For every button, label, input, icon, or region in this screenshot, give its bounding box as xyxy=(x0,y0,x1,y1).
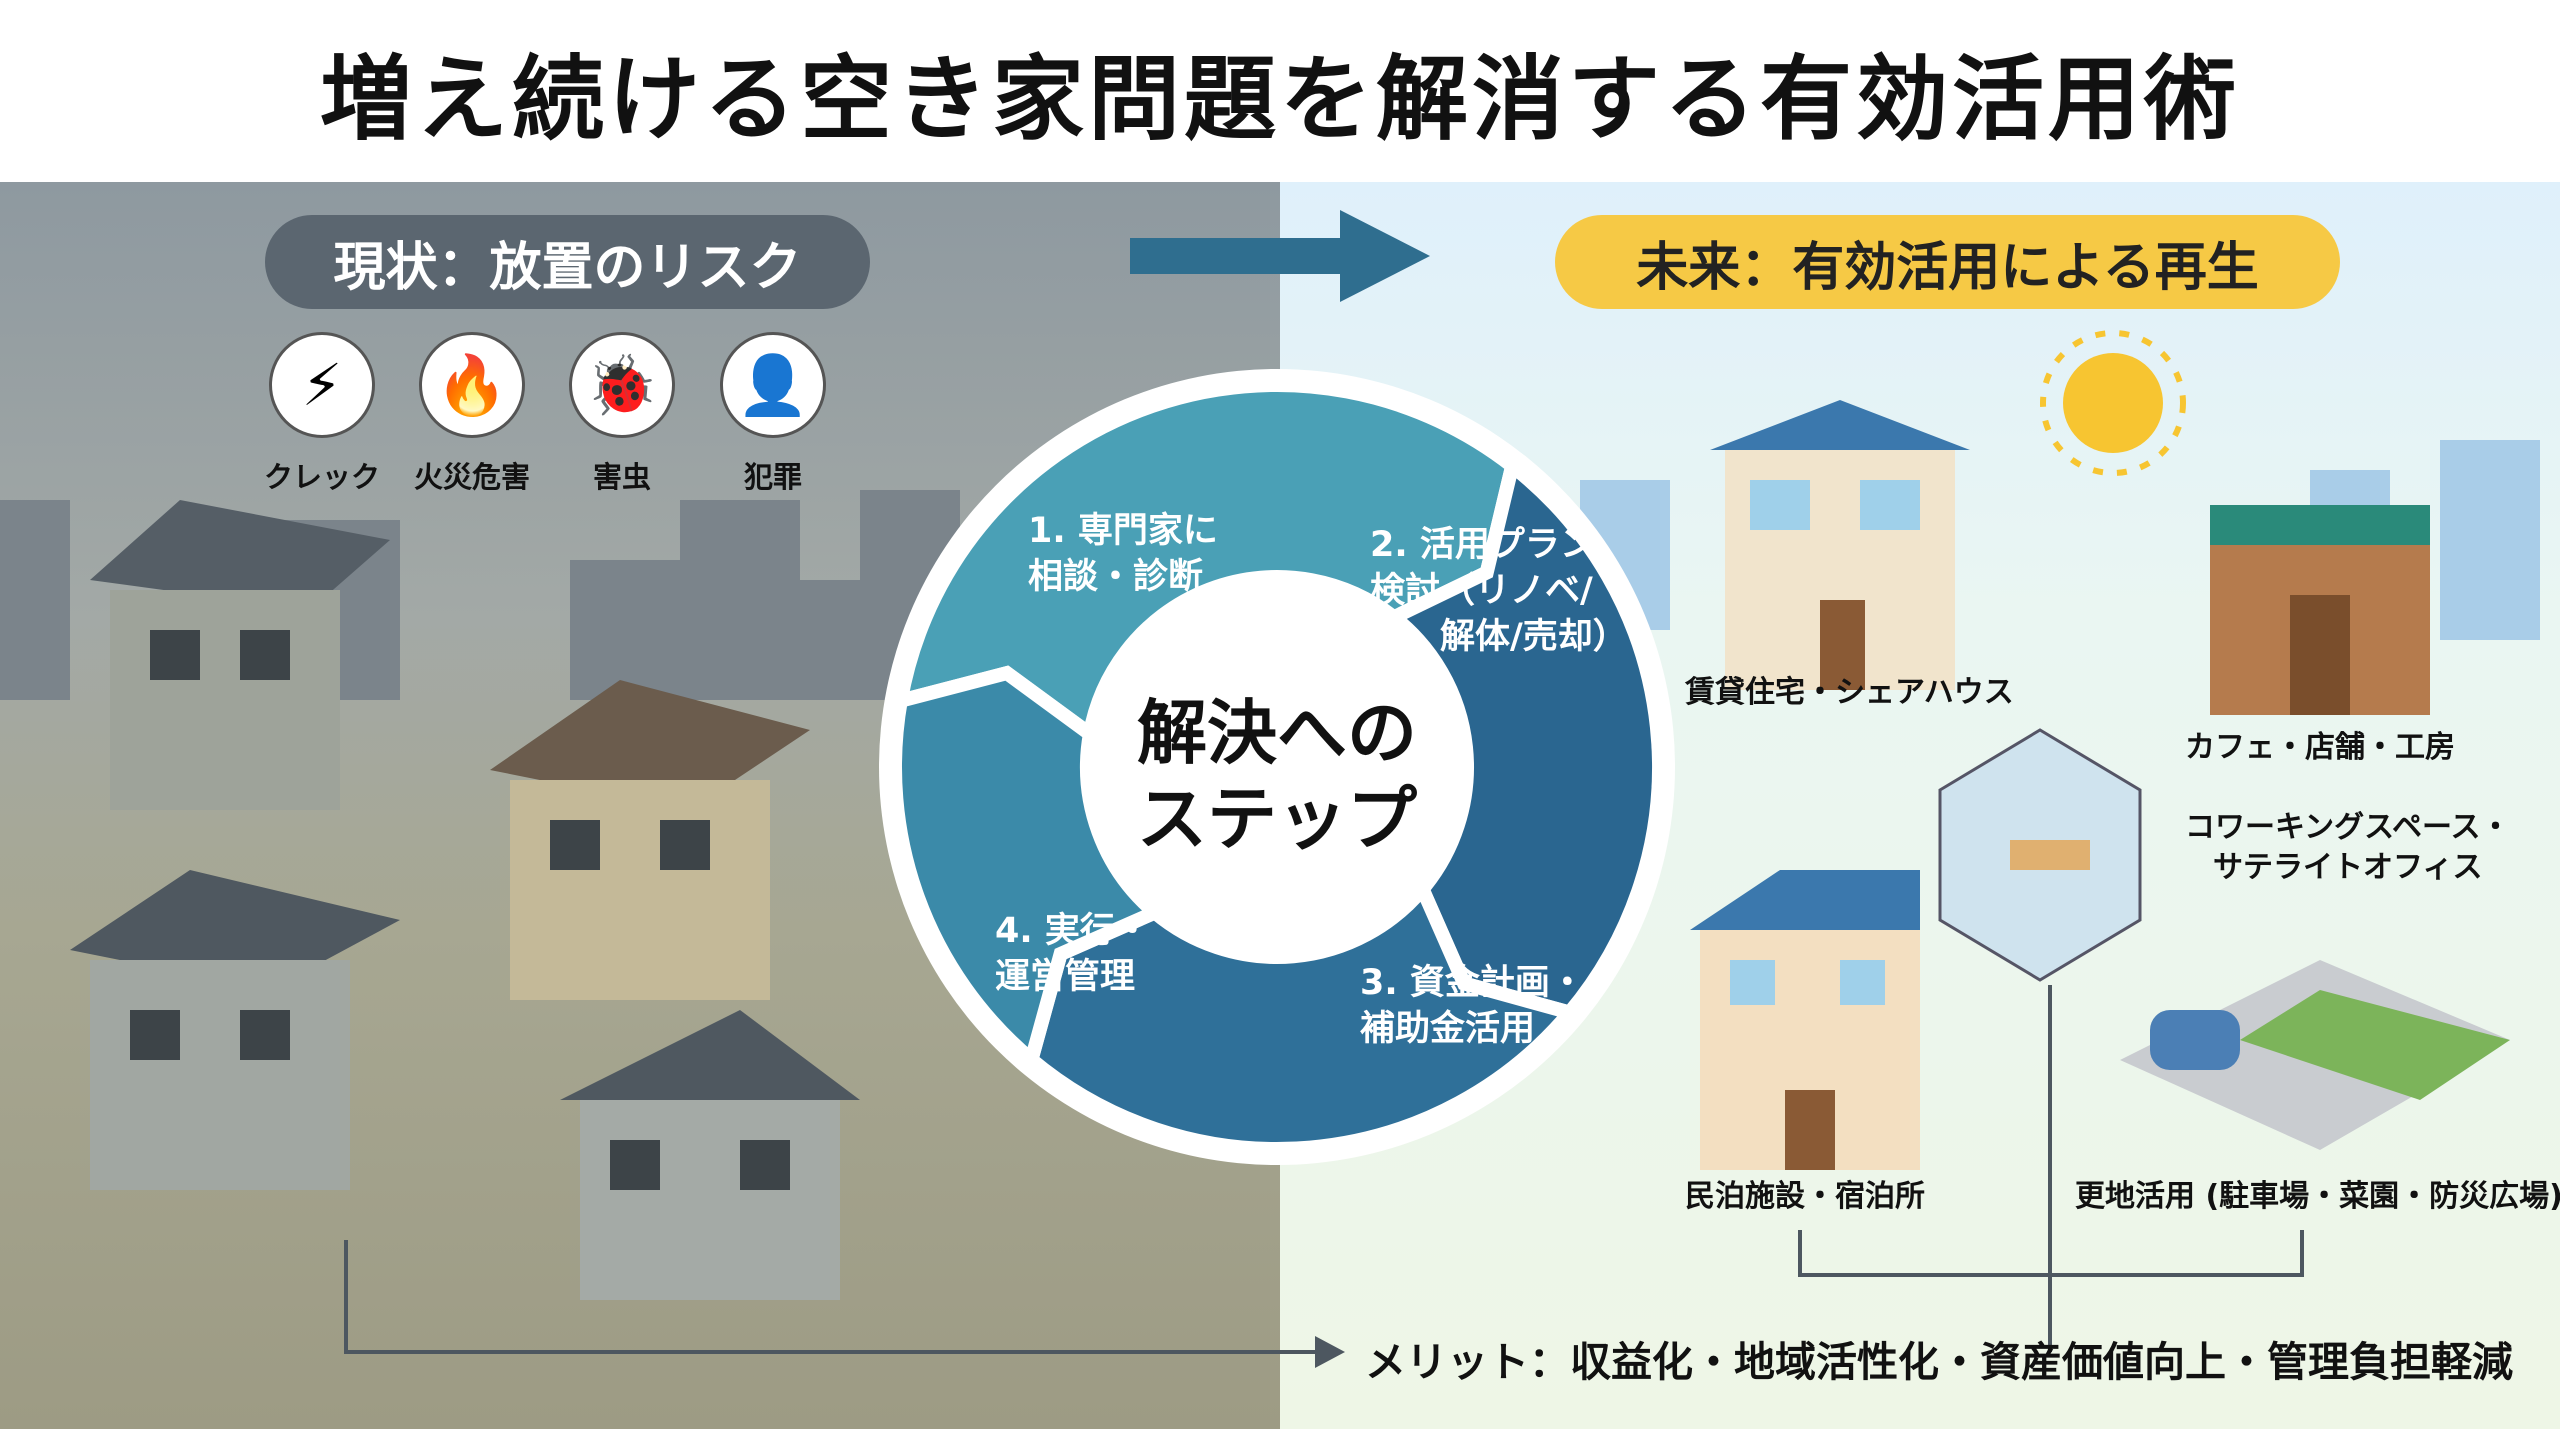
cycle-center-label: 解決への ステップ xyxy=(1137,692,1417,860)
step-4: 4. 実行・ 運営管理 xyxy=(995,911,1150,997)
sun-icon xyxy=(2040,330,2186,476)
risk-fire: 🔥 火災危害 xyxy=(414,332,530,496)
risk-pests: 🐞 害虫 xyxy=(567,332,677,496)
risk-label: 犯罪 xyxy=(743,460,802,494)
use-minpaku: 民泊施設・宿泊所 xyxy=(1685,1179,1925,1214)
step-1: 1. 専門家に 相談・診断 xyxy=(1028,511,1218,597)
future-state-heading: 未来：有効活用による再生 xyxy=(1555,215,2340,309)
use-rental-housing: 賃貸住宅・シェアハウス xyxy=(1685,675,2014,710)
criminal-icon: 👤 xyxy=(720,332,826,438)
merit-connectors xyxy=(344,985,2304,1354)
risk-label: 火災危害 xyxy=(413,460,530,494)
risk-label: 害虫 xyxy=(592,460,651,494)
risk-crack: ⚡ クレック xyxy=(264,332,380,496)
cycle-diagram xyxy=(888,378,1666,1156)
use-vacant-land: 更地活用 (駐車場・菜園・防災広場) xyxy=(2075,1179,2560,1214)
transition-arrow xyxy=(1130,210,1430,302)
fire-icon: 🔥 xyxy=(419,332,525,438)
step-2: 2. 活用プラン 検討（リノベ/ 解体/売却） xyxy=(1370,525,1628,657)
use-coworking: コワーキングスペース・ サテライトオフィス xyxy=(2185,810,2511,885)
step-3: 3. 資金計画・ 補助金活用 xyxy=(1360,963,1585,1049)
bug-icon: 🐞 xyxy=(569,332,675,438)
crack-icon: ⚡ xyxy=(269,332,375,438)
title-band: 増え続ける空き家問題を解消する有効活用術 xyxy=(0,0,2560,182)
merit-text: メリット：収益化・地域活性化・資産価値向上・管理負担軽減 xyxy=(1365,1338,2513,1386)
current-state-heading: 現状：放置のリスク xyxy=(265,215,870,309)
cycle-center xyxy=(1087,577,1467,957)
risk-crime: 👤 犯罪 xyxy=(718,332,828,496)
new-uses-illustrations xyxy=(1690,400,2510,1170)
abandoned-houses xyxy=(70,500,860,1300)
use-cafe-shop: カフェ・店舗・工房 xyxy=(2185,730,2455,765)
risk-label: クレック xyxy=(263,460,380,494)
page-title: 増え続ける空き家問題を解消する有効活用術 xyxy=(319,45,2240,153)
merit-arrow-icon xyxy=(1315,1336,1345,1368)
